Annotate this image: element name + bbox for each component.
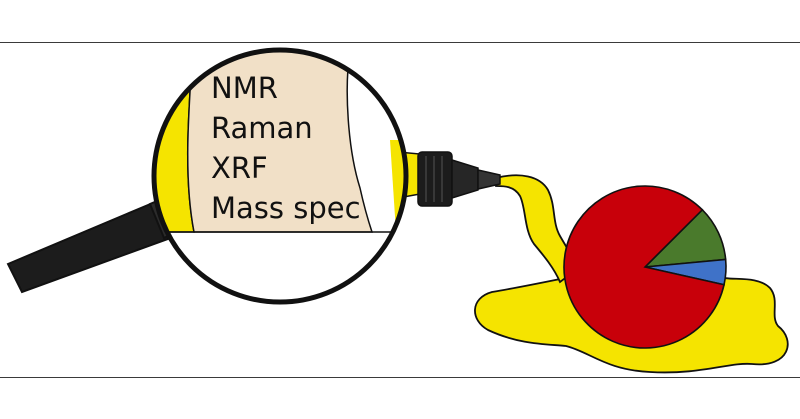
bottom-rule: [0, 377, 800, 378]
pie-chart: [563, 185, 727, 349]
pie-slice: [563, 185, 725, 349]
technique-list: NMR Raman XRF Mass spec: [211, 68, 361, 228]
dropper-nozzle: [397, 151, 501, 207]
bottle-label: [186, 50, 374, 233]
technique-xrf: XRF: [211, 151, 268, 185]
technique-raman: Raman: [211, 111, 313, 145]
fluid-stream: [495, 174, 577, 284]
magnifier-lens-ring: [151, 47, 409, 305]
technique-nmr: NMR: [211, 71, 278, 105]
technique-mass-spec: Mass spec: [211, 191, 361, 225]
top-rule: [0, 42, 800, 43]
